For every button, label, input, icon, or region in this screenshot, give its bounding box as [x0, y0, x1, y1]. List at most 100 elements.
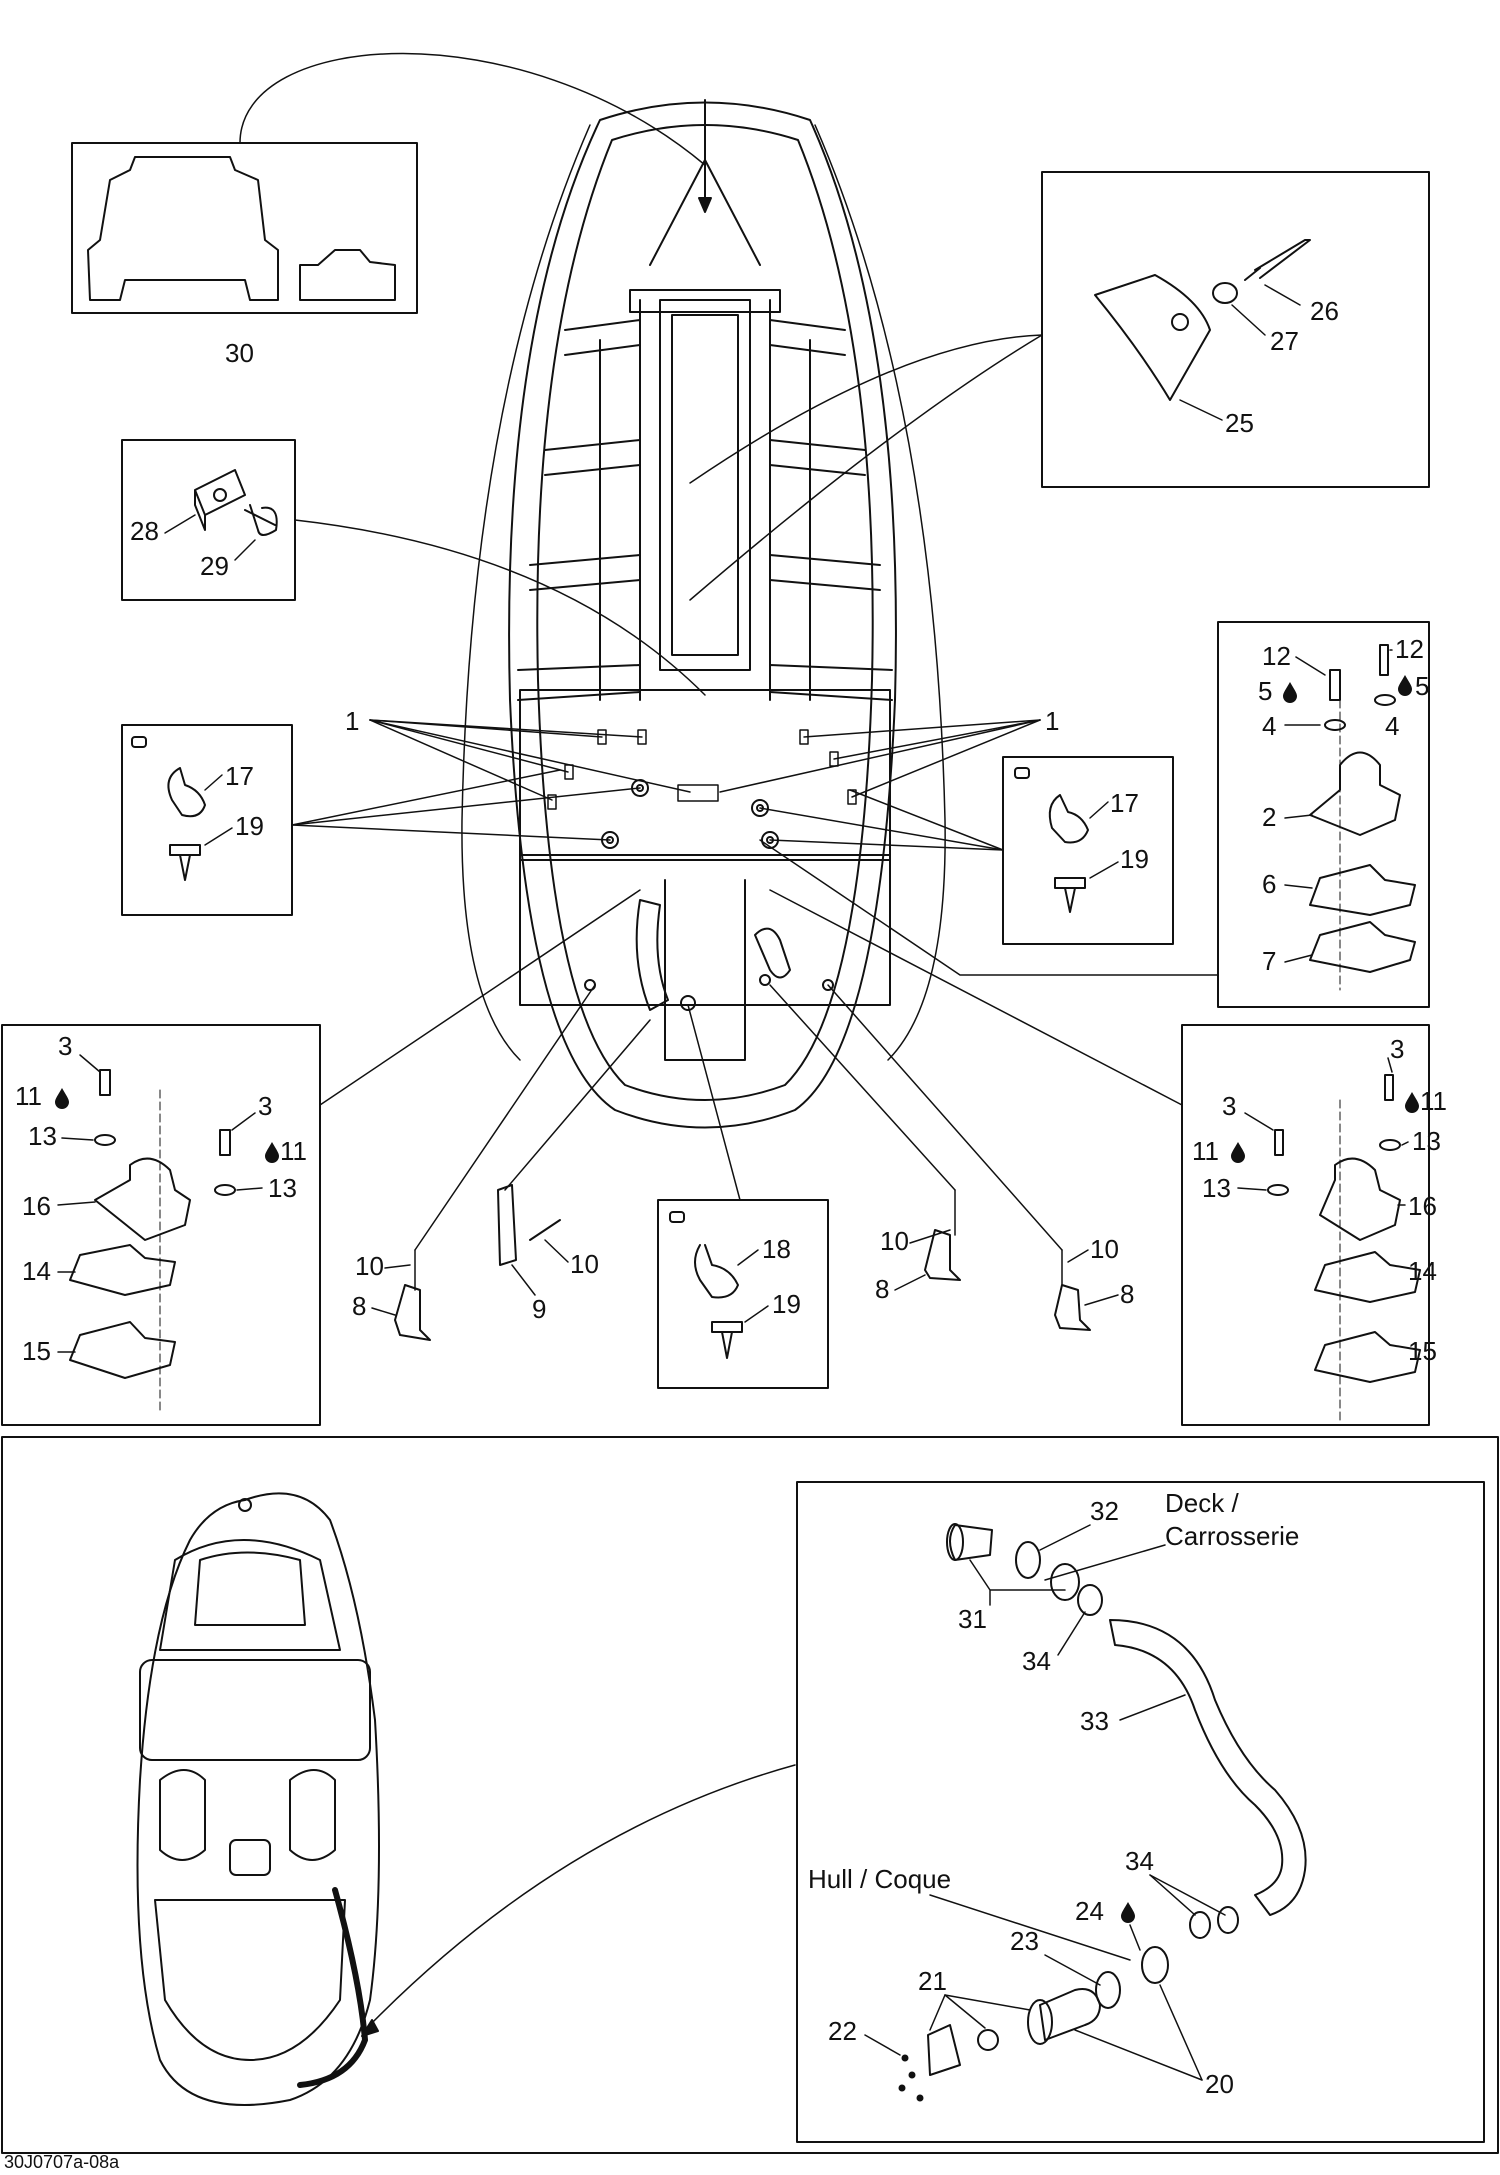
leader-10-d	[827, 984, 1063, 1251]
leader-9	[504, 1019, 651, 1191]
callout-13-right-b: 13	[1202, 1173, 1231, 1203]
leader-17-right-b	[769, 839, 1004, 851]
callout-3-left-b: 3	[258, 1091, 272, 1121]
ball-21	[977, 2029, 999, 2051]
box-16-left-frame	[1, 1024, 321, 1426]
callout-33: 33	[1080, 1706, 1109, 1736]
leader-hose	[364, 1764, 796, 2031]
leader-29-to-hull	[294, 519, 706, 696]
small-pad-shape	[299, 249, 396, 301]
jet-tunnel	[664, 879, 746, 1061]
leader-10-a	[414, 984, 596, 1251]
craft-rear	[154, 1899, 346, 2061]
shim-14-right	[1314, 1251, 1421, 1303]
washer-13-right-a	[1379, 1139, 1401, 1151]
nut-28-hole	[213, 488, 227, 502]
washer-13-left-b	[214, 1184, 236, 1196]
callout-13-left-b: 13	[268, 1173, 297, 1203]
mount-16-left	[94, 1157, 191, 1241]
hull-liner-shape	[87, 156, 279, 301]
washer-13-left-a	[94, 1134, 116, 1146]
shim-6	[1309, 864, 1416, 916]
hull-outline	[508, 101, 897, 1129]
callout-19: 19	[235, 811, 264, 841]
clamp-34-a	[1189, 1911, 1211, 1939]
reference-code: 30J0707a-08a	[4, 2152, 120, 2172]
callout-16-right: 16	[1408, 1191, 1437, 1221]
leader-16-right	[769, 889, 1183, 1106]
rear-bay	[519, 854, 891, 1006]
cable-tie-18	[694, 1244, 739, 1299]
craft-bow-ring	[238, 1498, 252, 1512]
drop-icon	[1397, 674, 1413, 697]
screw-19	[169, 844, 201, 881]
leader-25-b	[689, 334, 1043, 601]
craft-hatch	[229, 1839, 271, 1876]
callout-2: 2	[1262, 802, 1276, 832]
callout-7: 7	[1262, 946, 1276, 976]
detail-box-28-29: 28 29	[121, 439, 706, 696]
detail-box-18-19: 18 19	[657, 1004, 829, 1389]
callout-17: 17	[225, 761, 254, 791]
callout-8-a: 8	[352, 1291, 366, 1321]
bottom-section-frame	[1, 1436, 1499, 2154]
callout-1-right: 1	[1045, 706, 1059, 736]
rounded-square-icon	[131, 736, 147, 748]
callout-12-right: 12	[1395, 634, 1424, 664]
leader-hose-head	[361, 2019, 379, 2037]
shim-7	[1309, 921, 1416, 973]
clamp-34-b	[1217, 1906, 1239, 1934]
bolt-3-left-a	[99, 1069, 111, 1096]
hull-top-view	[461, 99, 946, 1129]
box-30-frame	[71, 142, 418, 314]
harness-clips	[547, 729, 857, 810]
callout-4-right: 4	[1385, 711, 1399, 741]
deck-label-2: Carrosserie	[1165, 1521, 1299, 1551]
callout-34-bottom: 34	[1125, 1846, 1154, 1876]
box-18-19-frame	[657, 1199, 829, 1389]
deck-fitting-31-face	[946, 1523, 964, 1561]
callout-9: 9	[532, 1294, 546, 1324]
bracket-8-left	[394, 1284, 431, 1341]
callout-4-left: 4	[1262, 711, 1276, 741]
drain-hose-line	[297, 1887, 368, 2088]
callout-3-left-a: 3	[58, 1031, 72, 1061]
hull-wide-outline-right	[814, 124, 946, 1061]
callout-13-left-a: 13	[28, 1121, 57, 1151]
shim-15-left	[69, 1321, 176, 1379]
craft-seat-band	[139, 1659, 371, 1761]
thru-hull-20-flange	[1027, 1999, 1053, 2045]
deck-label: Deck /	[1165, 1488, 1239, 1518]
hull-wide-outline	[461, 124, 591, 1061]
thru-hull-20	[1039, 1988, 1101, 2041]
callout-10-a: 10	[355, 1251, 384, 1281]
detail-box-16-left: 3 11 13 3 11 13 16 14 15	[1, 889, 641, 1426]
callout-20: 20	[1205, 2069, 1234, 2099]
hose-kit-frame	[796, 1481, 1485, 2143]
callout-15-right: 15	[1408, 1336, 1437, 1366]
leader-18	[687, 1004, 741, 1201]
hull-label: Hull / Coque	[808, 1864, 951, 1894]
deflector-25-hole	[1171, 313, 1189, 331]
leader-16-left	[319, 889, 641, 1106]
washer-27	[1212, 282, 1238, 304]
bow-arrow-head	[698, 197, 712, 213]
callout-29: 29	[200, 551, 229, 581]
callout-22: 22	[828, 2016, 857, 2046]
bolt-29	[244, 504, 278, 536]
callout-10-c: 10	[880, 1226, 909, 1256]
callout-11-left-a: 11	[15, 1081, 42, 1111]
shim-15-right	[1314, 1331, 1421, 1383]
bracket-8-right	[1054, 1284, 1091, 1331]
craft-seat-left	[159, 1769, 206, 1861]
leader-30-to-bow	[239, 52, 706, 166]
callout-25: 25	[1225, 408, 1254, 438]
callout-14-left: 14	[22, 1256, 51, 1286]
callout-26: 26	[1310, 296, 1339, 326]
leader-10-c	[769, 984, 956, 1191]
cap-21	[927, 2024, 961, 2076]
bolt-3-right-a	[1384, 1074, 1394, 1101]
callout-23: 23	[1010, 1926, 1039, 1956]
leader-2-to-hull	[759, 839, 1219, 976]
